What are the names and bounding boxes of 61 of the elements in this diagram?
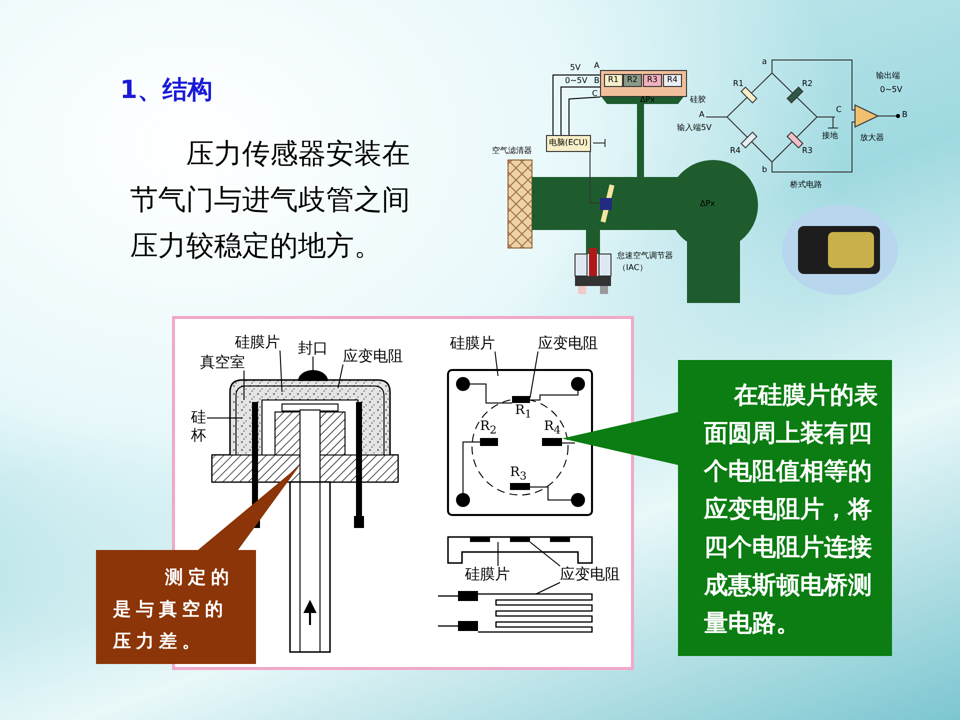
resistor-label: R$_{1}$ xyxy=(515,404,532,420)
resistor-bar xyxy=(542,438,562,446)
description-text: 压力传感器安装在节气门与进气歧管之间压力较稳定的地方。 xyxy=(130,136,411,264)
diagram-label: B xyxy=(594,77,600,86)
diagram-label: 放大器 xyxy=(860,134,884,143)
part-label: 硅膜片 xyxy=(450,335,495,352)
diagram-label: A xyxy=(594,62,600,71)
diagram-label: A xyxy=(699,111,704,120)
leader-line xyxy=(530,351,538,398)
diagram-label: 怠速空气调节器 xyxy=(617,252,673,261)
part-label: 硅杯 xyxy=(191,408,207,444)
sensor-strip xyxy=(600,70,687,97)
part-label: 应变电阻 xyxy=(560,566,620,582)
resistor-box: R3 xyxy=(643,74,662,87)
resistor-box: R1 xyxy=(604,74,623,87)
diagram-label: R2 xyxy=(802,80,813,89)
diagram-label: 0~5V xyxy=(880,86,902,95)
wire xyxy=(568,96,600,136)
resistor-label: R$_{4}$ xyxy=(544,420,561,436)
callout-pointer xyxy=(562,412,678,465)
diagram-label: 输出端 xyxy=(876,72,900,81)
part-label: 真空室 xyxy=(200,354,245,370)
leader-line xyxy=(536,582,560,594)
diagram-label: ΔPx xyxy=(640,96,656,105)
part-label: 封口 xyxy=(298,340,328,356)
part-label: 应变电阻 xyxy=(343,348,403,364)
diagram-label: 空气滤清器 xyxy=(492,147,532,156)
leader-line xyxy=(338,364,344,388)
diagram-label: R1 xyxy=(733,80,744,89)
ecu-box: 电脑(ECU) xyxy=(546,135,591,152)
diagram-label: ΔPx xyxy=(700,200,716,209)
resistor-label: R$_{2}$ xyxy=(480,420,497,436)
diagram-label: C xyxy=(592,90,598,99)
diagram-label: 0~5V xyxy=(565,77,588,86)
diagram-label: 桥式电路 xyxy=(790,181,822,190)
callout-pointer xyxy=(198,465,300,550)
slide-title: 1、结构 xyxy=(120,76,212,104)
resistor-box: R4 xyxy=(663,74,682,87)
diagram-label: B xyxy=(902,111,908,120)
part-label: 硅膜片 xyxy=(465,566,510,582)
diagram-label: C xyxy=(836,106,842,115)
diagram-label: 硅胶 xyxy=(690,96,706,105)
diagram-label: R4 xyxy=(730,147,741,156)
diagram-label: 输入端5V xyxy=(677,124,712,133)
callout-box: 在硅膜片的表面圆周上装有四个电阻值相等的应变电阻片，将四个电阻片连接成惠斯顿电桥测量电路。 xyxy=(678,360,892,656)
resistor-bar xyxy=(512,396,530,403)
resistor-label: R$_{3}$ xyxy=(510,466,527,482)
wire xyxy=(552,74,600,136)
wire xyxy=(560,86,600,136)
diagram-label: 接地 xyxy=(822,132,838,141)
leader-line xyxy=(494,351,498,376)
diagram-label: b xyxy=(762,166,768,175)
diagram-label: 5V xyxy=(570,64,581,73)
diagram-label: a xyxy=(762,58,767,67)
part-label: 应变电阻 xyxy=(538,335,598,352)
leader-line xyxy=(530,542,560,566)
diagram-label: （IAC） xyxy=(618,264,648,273)
leader-line xyxy=(280,350,282,392)
part-label: 硅膜片 xyxy=(235,334,280,350)
diagram-label: R3 xyxy=(802,147,813,156)
resistor-box: R2 xyxy=(623,74,642,87)
